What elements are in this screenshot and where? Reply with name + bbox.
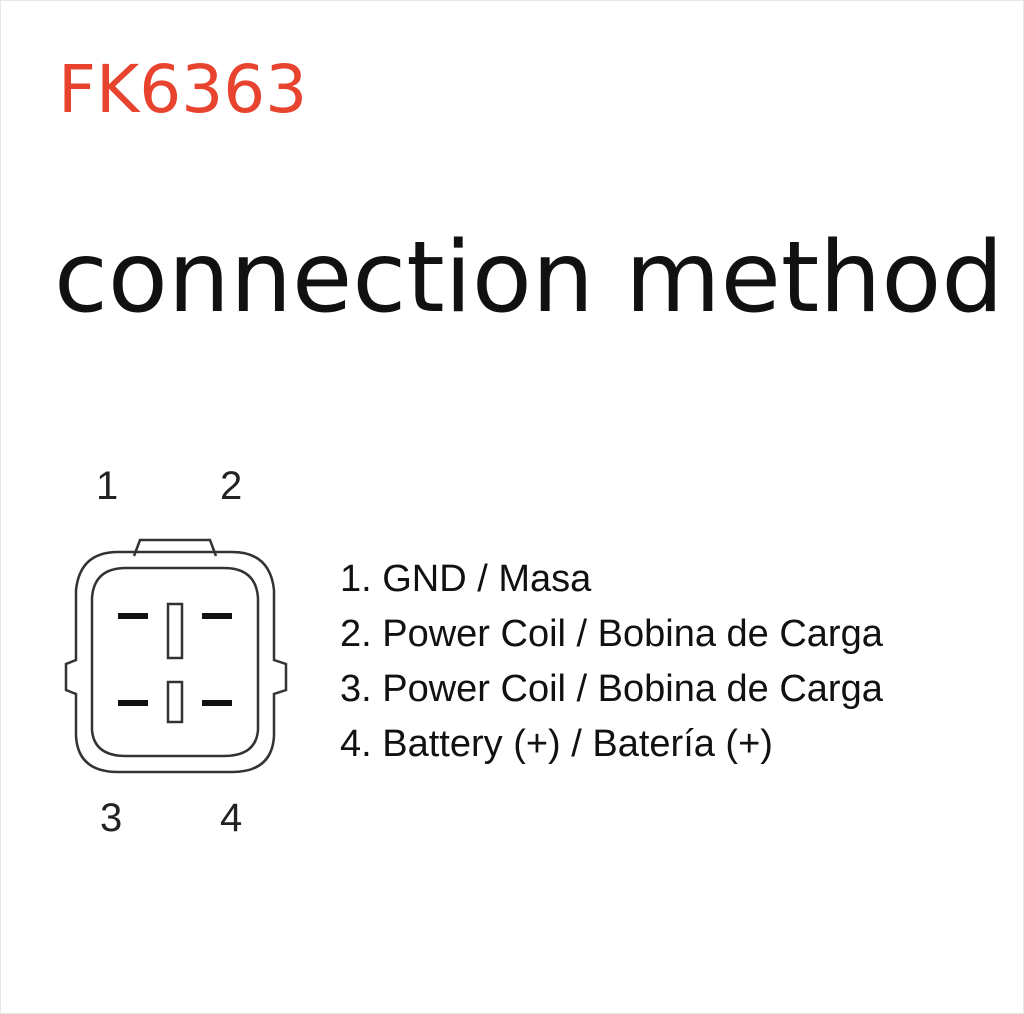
pin-4-terminal [202, 700, 232, 706]
pin-function-item: 2. Power Coil / Bobina de Carga [340, 613, 883, 655]
pin-number-4: 4 [220, 796, 243, 840]
pin-function-item: 1. GND / Masa [340, 558, 592, 600]
pin-function-list: 1. GND / Masa 2. Power Coil / Bobina de … [340, 552, 883, 772]
connector-key-upper [166, 602, 184, 660]
connector-diagram [64, 538, 288, 774]
connector-outer-housing [64, 550, 288, 774]
pin-3-terminal [118, 700, 148, 706]
pin-function-item: 4. Battery (+) / Batería (+) [340, 723, 773, 765]
pin-number-1: 1 [96, 464, 119, 508]
pin-function-item: 3. Power Coil / Bobina de Carga [340, 668, 883, 710]
connector-latch [132, 538, 218, 557]
part-number: FK6363 [58, 51, 308, 128]
connector-key-lower [166, 680, 184, 724]
pin-1-terminal [118, 613, 148, 619]
page-heading: connection method [54, 221, 1004, 335]
connector-inner-housing [90, 566, 260, 758]
pin-2-terminal [202, 613, 232, 619]
pin-number-2: 2 [220, 464, 243, 508]
pin-number-3: 3 [100, 796, 123, 840]
